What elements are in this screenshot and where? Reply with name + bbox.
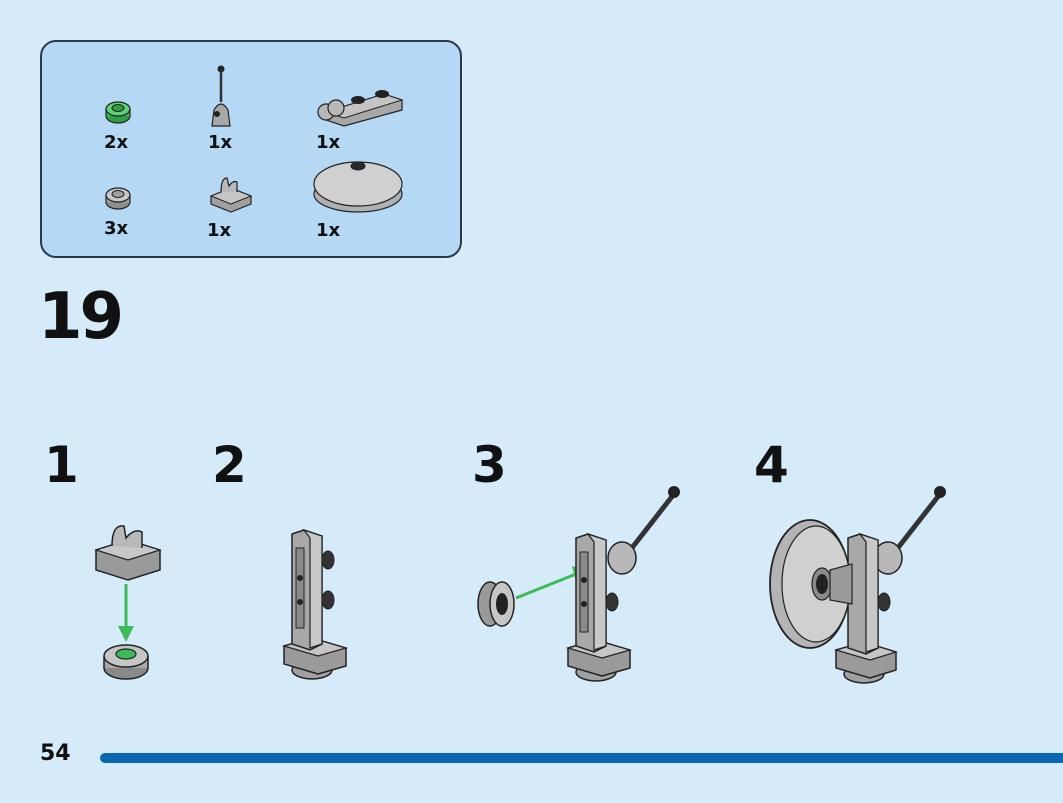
part-round-plate-green: 2x xyxy=(102,94,212,184)
round-plate-gray-icon xyxy=(103,644,149,680)
round-plate-gray-icon xyxy=(105,187,131,210)
sub-step-2-number: 2 xyxy=(212,436,247,494)
clip-plate-icon xyxy=(93,525,163,581)
part-qty: 3x xyxy=(104,218,129,239)
sub-step-2-illustration xyxy=(281,528,349,680)
arrow-down-icon xyxy=(118,584,134,642)
page-progress-bar xyxy=(100,753,1063,763)
part-antenna-piece: 1x xyxy=(202,62,312,153)
parts-list-box: 2x 1x 1x 3x xyxy=(40,40,462,258)
plate-with-clips-icon xyxy=(317,90,404,127)
upright-bracket-icon xyxy=(281,528,349,680)
upright-bracket-icon xyxy=(565,532,633,682)
part-qty: 1x xyxy=(316,132,341,153)
antenna-icon xyxy=(607,486,680,575)
clip-plate-icon xyxy=(209,177,253,213)
part-dish: 1x xyxy=(312,154,422,244)
upright-bracket-icon xyxy=(833,532,899,684)
sub-step-4-number: 4 xyxy=(754,436,789,494)
sub-step-4-illustration xyxy=(769,486,946,684)
round-plate-gray-icon xyxy=(477,581,515,627)
part-qty: 2x xyxy=(104,132,129,153)
part-plate-with-clips: 1x xyxy=(312,80,422,170)
sub-step-3-number: 3 xyxy=(472,436,507,494)
part-round-plate-gray: 3x xyxy=(102,182,212,272)
antenna-piece-icon xyxy=(211,65,231,127)
main-step-number: 19 xyxy=(38,280,124,354)
antenna-icon xyxy=(873,486,946,575)
part-qty: 1x xyxy=(316,220,341,241)
dish-icon xyxy=(769,519,853,649)
sub-step-1-number: 1 xyxy=(44,436,79,494)
part-clip-plate: 1x xyxy=(207,172,317,262)
sub-step-3-illustration xyxy=(477,486,680,682)
sub-step-1-illustration xyxy=(93,525,163,680)
page-number: 54 xyxy=(40,741,71,766)
part-qty: 1x xyxy=(208,132,233,153)
round-plate-green-icon xyxy=(105,101,131,124)
part-qty: 1x xyxy=(207,220,232,241)
dish-icon xyxy=(313,161,403,213)
